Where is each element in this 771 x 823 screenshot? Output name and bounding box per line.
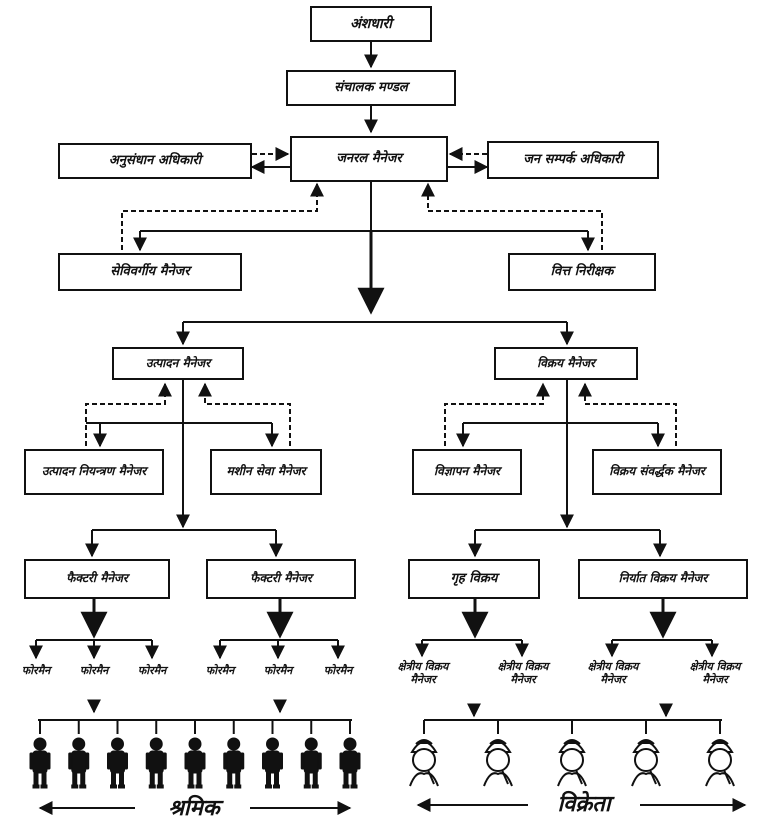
regional-sales-manager-label: क्षेत्रीय विक्रय मैनेजर: [689, 660, 741, 687]
regional-sales-manager-label: क्षेत्रीय विक्रय मैनेजर: [397, 660, 449, 687]
personnel-manager-box: सेविवर्गीय मैनेजर: [58, 253, 242, 291]
standing-worker-icon: [300, 737, 322, 789]
standing-worker-icon: [339, 737, 361, 789]
foreman-label: फोरमैन: [263, 664, 293, 677]
domestic-sales-box: गृह विक्रय: [408, 559, 540, 599]
foreman-label: फोरमैन: [137, 664, 167, 677]
regional-sales-manager-label: क्षेत्रीय विक्रय मैनेजर: [587, 660, 639, 687]
salesmen-label: विक्रेता: [557, 792, 611, 817]
finance-controller-box: वित्त निरीक्षक: [508, 253, 656, 291]
salesmen-group: [409, 739, 735, 787]
research-officer-box: अनुसंधान अधिकारी: [58, 143, 252, 179]
salesman-head-icon: [705, 739, 735, 787]
salesman-head-icon: [631, 739, 661, 787]
advertising-manager-box: विज्ञापन मैनेजर: [412, 449, 522, 495]
factory-manager-1-box: फैक्टरी मैनेजर: [24, 559, 170, 599]
salesman-head-icon: [409, 739, 439, 787]
salesman-head-icon: [557, 739, 587, 787]
standing-worker-icon: [145, 737, 167, 789]
machine-service-manager-box: मशीन सेवा मैनेजर: [210, 449, 322, 495]
export-sales-manager-box: निर्यात विक्रय मैनेजर: [578, 559, 748, 599]
public-relations-officer-box: जन सम्पर्क अधिकारी: [487, 141, 659, 179]
production-manager-box: उत्पादन मैनेजर: [112, 347, 244, 380]
workers-group: [29, 737, 361, 789]
foreman-label: फोरमैन: [79, 664, 109, 677]
standing-worker-icon: [29, 737, 51, 789]
production-control-manager-box: उत्पादन नियन्त्रण मैनेजर: [24, 449, 164, 495]
standing-worker-icon: [184, 737, 206, 789]
general-manager-box: जनरल मैनेजर: [290, 136, 448, 182]
sales-promotion-manager-box: विक्रय संवर्द्धक मैनेजर: [592, 449, 722, 495]
foreman-label: फोरमैन: [323, 664, 353, 677]
workers-label: श्रमिक: [168, 796, 220, 821]
shareholders-box: अंशधारी: [310, 6, 432, 42]
standing-worker-icon: [68, 737, 90, 789]
salesman-head-icon: [483, 739, 513, 787]
regional-sales-manager-label: क्षेत्रीय विक्रय मैनेजर: [497, 660, 549, 687]
standing-worker-icon: [262, 737, 283, 789]
standing-worker-icon: [107, 737, 128, 789]
foreman-label: फोरमैन: [205, 664, 235, 677]
sales-manager-box: विक्रय मैनेजर: [494, 347, 638, 380]
foreman-label: फोरमैन: [21, 664, 51, 677]
standing-worker-icon: [223, 737, 245, 789]
factory-manager-2-box: फैक्टरी मैनेजर: [206, 559, 356, 599]
board-of-directors-box: संचालक मण्डल: [286, 70, 456, 106]
